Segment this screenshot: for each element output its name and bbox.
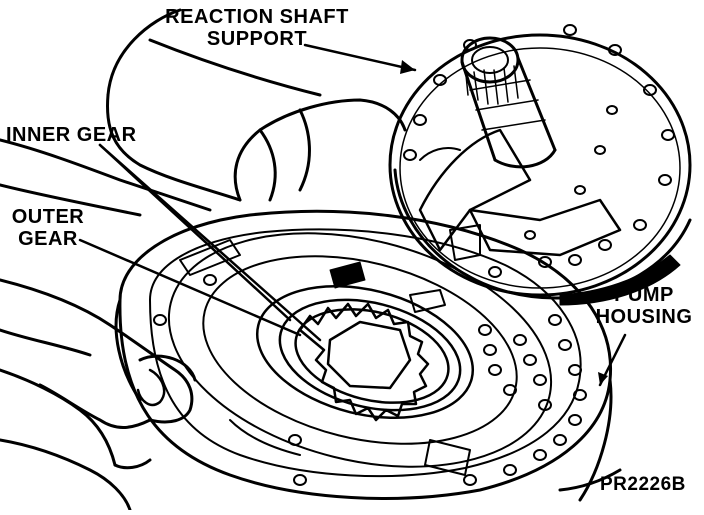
label-outer-gear-line2: GEAR bbox=[18, 228, 78, 250]
label-reaction-shaft-support-line1: REACTION SHAFT bbox=[165, 6, 349, 28]
label-reaction-shaft-support: REACTION SHAFT SUPPORT bbox=[163, 6, 351, 50]
leader-reaction-shaft-support bbox=[303, 43, 417, 72]
reaction-shaft bbox=[460, 36, 557, 169]
label-inner-gear: INNER GEAR bbox=[6, 124, 137, 146]
label-pump-housing: PUMP HOUSING bbox=[590, 284, 698, 328]
label-pump-housing-line1: PUMP bbox=[614, 284, 674, 306]
label-outer-gear-line1: OUTER bbox=[11, 206, 85, 228]
outer-gear bbox=[278, 298, 462, 412]
leader-inner-gear-b bbox=[98, 143, 292, 322]
inner-gear bbox=[298, 302, 430, 422]
label-outer-gear: OUTER GEAR bbox=[8, 206, 88, 250]
leader-lines bbox=[78, 43, 627, 387]
lower-hand bbox=[0, 278, 197, 512]
figure-code: PR2226B bbox=[600, 474, 686, 495]
support-bolt-holes bbox=[403, 24, 675, 278]
label-pump-housing-line2: HOUSING bbox=[595, 306, 693, 328]
reaction-shaft-support bbox=[388, 24, 692, 306]
upper-arm bbox=[0, 8, 407, 217]
label-reaction-shaft-support-line2: SUPPORT bbox=[206, 28, 308, 50]
pump-housing bbox=[114, 209, 622, 502]
housing-bolt-holes bbox=[153, 274, 587, 486]
leader-outer-gear bbox=[78, 238, 302, 337]
